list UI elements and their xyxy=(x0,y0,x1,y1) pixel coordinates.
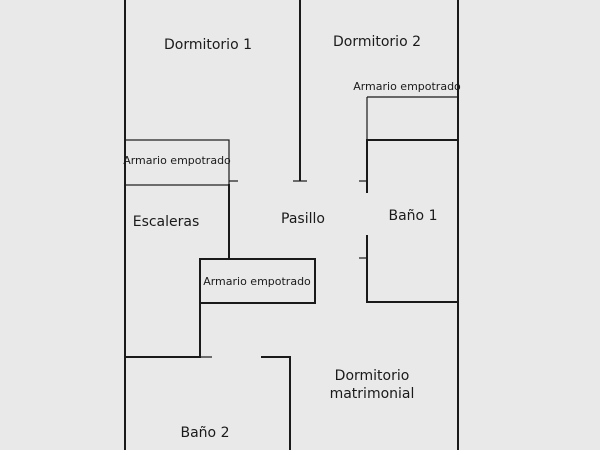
label-closet-center: Armario empotrado xyxy=(203,275,311,288)
label-bath-1: Baño 1 xyxy=(389,208,438,224)
label-bedroom-2: Dormitorio 2 xyxy=(333,34,421,50)
room-labels: Dormitorio 1 Dormitorio 2 Armario empotr… xyxy=(123,34,461,441)
walls xyxy=(124,0,459,450)
label-bath-2: Baño 2 xyxy=(181,425,230,441)
label-master-bedroom-line-2: matrimonial xyxy=(330,386,415,402)
label-stairs: Escaleras xyxy=(133,214,200,230)
label-master-bedroom-line-1: Dormitorio xyxy=(335,368,410,384)
closet-left-box xyxy=(124,139,230,186)
label-closet-top-right: Armario empotrado xyxy=(353,80,461,93)
label-closet-left: Armario empotrado xyxy=(123,154,231,167)
label-bedroom-1: Dormitorio 1 xyxy=(164,37,252,53)
closet-center-box xyxy=(199,258,316,304)
label-hallway: Pasillo xyxy=(281,211,325,227)
